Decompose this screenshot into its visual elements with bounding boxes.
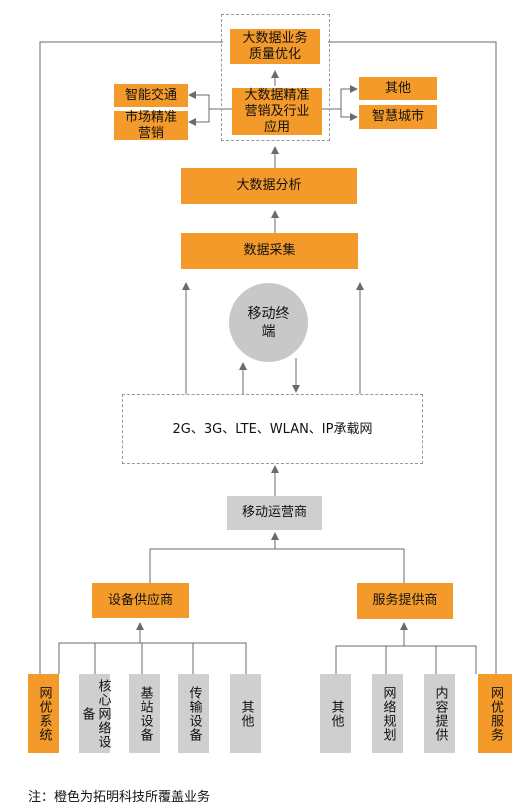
- other-service-label: 其他: [328, 699, 344, 728]
- other-top-box: 其他: [359, 77, 437, 100]
- other-service-box: 其他: [320, 674, 351, 753]
- net-opt-service-label: 网优服务: [488, 685, 503, 742]
- net-opt-system-box: 网优系统: [28, 674, 59, 753]
- collection-label: 数据采集: [243, 243, 296, 258]
- service-provider-label: 服务提供商: [372, 593, 438, 608]
- core-network-device-box: 核心网络设备: [79, 674, 111, 753]
- legend-note: 注：橙色为拓明科技所覆盖业务: [28, 790, 211, 805]
- analysis-label: 大数据分析: [236, 178, 302, 193]
- connector-app-right-2: [340, 109, 358, 121]
- connector-service-children: [335, 645, 477, 674]
- base-station-device-box: 基站设备: [129, 674, 160, 753]
- connector-equipment-children: [58, 642, 247, 674]
- connector-quality-to-net-opt-system: [39, 41, 223, 674]
- core-network-device-label: 核心网络设备: [79, 678, 111, 749]
- network-dashed-frame: [122, 394, 423, 464]
- base-station-device-label: 基站设备: [137, 685, 153, 742]
- other-top-label: 其他: [384, 80, 411, 96]
- quality-box: 大数据业务 质量优化: [230, 29, 320, 64]
- connector-suppliers: [149, 548, 405, 583]
- equipment-supplier-box: 设备供应商: [92, 583, 189, 618]
- smart-city-box: 智慧城市: [359, 105, 437, 129]
- top-dashed-frame: [221, 14, 330, 141]
- precision-app-label: 大数据精准 营销及行业 应用: [244, 87, 310, 135]
- service-provider-box: 服务提供商: [357, 583, 453, 619]
- net-opt-system-label: 网优系统: [36, 685, 52, 742]
- mobile-terminal-label: 移动终 端: [247, 305, 290, 340]
- quality-label: 大数据业务 质量优化: [242, 30, 308, 62]
- market-marketing-label: 市场精准 营销: [124, 109, 177, 141]
- precision-app-box: 大数据精准 营销及行业 应用: [232, 88, 322, 135]
- content-provider-box: 内容提供: [424, 674, 455, 753]
- network-planning-label: 网络规划: [380, 685, 396, 742]
- net-opt-service-box: 网优服务: [478, 674, 512, 753]
- connector-app-right: [320, 85, 358, 110]
- connector-quality-to-net-opt-service: [328, 41, 497, 674]
- smart-traffic-box: 智能交通: [114, 84, 188, 107]
- network-label: 2G、3G、LTE、WLAN、IP承载网: [172, 422, 373, 437]
- mobile-terminal-circle: 移动终 端: [229, 283, 308, 362]
- collection-box: 数据采集: [181, 233, 358, 269]
- connector-app-left-2: [188, 109, 210, 126]
- transmission-device-label: 传输设备: [186, 685, 202, 742]
- equipment-supplier-label: 设备供应商: [107, 592, 173, 608]
- transmission-device-box: 传输设备: [178, 674, 209, 753]
- other-equipment-box: 其他: [230, 674, 261, 753]
- analysis-box: 大数据分析: [181, 168, 357, 204]
- content-provider-label: 内容提供: [432, 685, 448, 742]
- network-label-box: 2G、3G、LTE、WLAN、IP承载网: [124, 418, 421, 442]
- smart-traffic-label: 智能交通: [124, 87, 177, 103]
- market-marketing-box: 市场精准 营销: [114, 109, 188, 141]
- operator-label: 移动运营商: [241, 505, 307, 520]
- smart-city-label: 智慧城市: [371, 109, 424, 124]
- network-planning-box: 网络规划: [372, 674, 403, 753]
- operator-box: 移动运营商: [227, 496, 322, 530]
- other-equipment-label: 其他: [238, 699, 254, 728]
